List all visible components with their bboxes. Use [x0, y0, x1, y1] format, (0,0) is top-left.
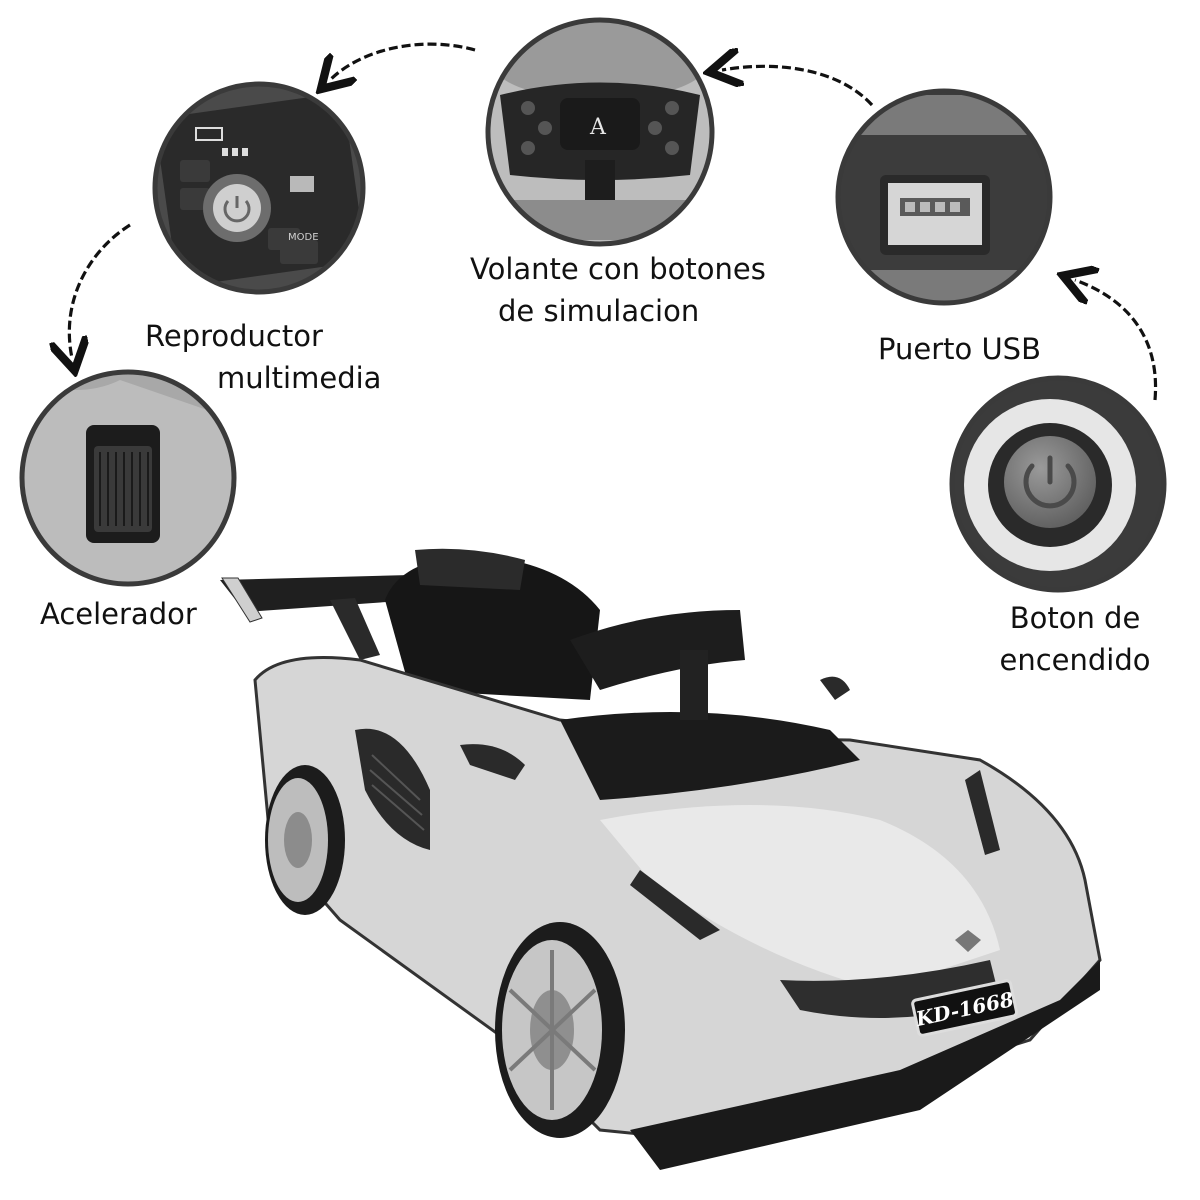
arrow-steering-to-multimedia [330, 42, 476, 80]
accelerator-pedal-icon [19, 369, 237, 587]
label-power-line-2: encendido [999, 643, 1151, 677]
arrow-multimedia-to-accelerator [69, 223, 131, 358]
mode-label: MODE [288, 232, 319, 243]
media-player-icon: MODE [152, 81, 366, 295]
label-power-line-1: Boton de [1009, 601, 1141, 635]
usb-port-icon [835, 88, 1053, 306]
label-usb: Puerto USB [878, 328, 1041, 370]
label-accelerator: Acelerador [40, 593, 197, 635]
label-accelerator-line-1: Acelerador [40, 597, 197, 631]
label-multimedia: Reproductor multimedia [145, 315, 381, 399]
label-steering-line-2: de simulacion [498, 294, 700, 328]
power-button-icon [949, 375, 1167, 593]
ride-on-car-image: KD-1668 [220, 548, 1102, 1170]
logo-letter: A [589, 115, 607, 140]
label-power: Boton de encendido [995, 597, 1155, 681]
steering-wheel-icon: A [485, 17, 715, 247]
arrow-power-to-usb [1075, 280, 1158, 401]
arrow-usb-to-steering [722, 66, 874, 107]
label-usb-line-1: Puerto USB [878, 332, 1041, 366]
label-multimedia-line-1: Reproductor [145, 319, 323, 353]
label-steering-line-1: Volante con botones [470, 252, 766, 286]
label-steering: Volante con botones de simulacion [470, 248, 766, 332]
label-multimedia-line-2: multimedia [217, 361, 382, 395]
